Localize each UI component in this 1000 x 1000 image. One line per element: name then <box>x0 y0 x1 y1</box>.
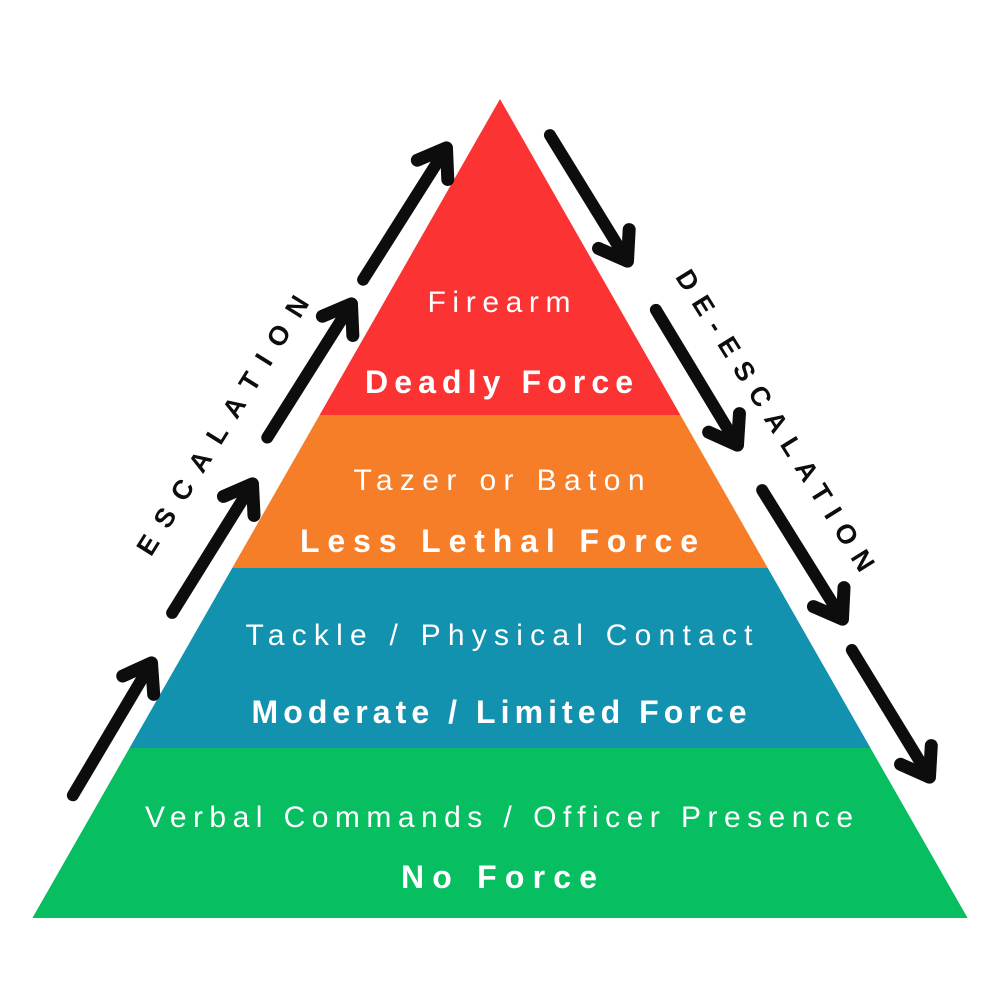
pyramid-bands <box>32 99 968 918</box>
escalation-arrow-up-icon <box>261 297 360 444</box>
band-no-force <box>32 748 968 918</box>
de-escalation-arrow-down-icon <box>756 484 851 626</box>
de-escalation-arrow-down-icon <box>845 643 938 784</box>
de-escalation-arrow-down-icon <box>649 303 746 452</box>
no-force-item-label: Verbal Commands / Officer Presence <box>145 801 855 834</box>
pyramid-band-labels: Firearm Deadly Force Tazer or Baton Less… <box>145 286 855 895</box>
de-escalation-arrows <box>543 129 938 784</box>
band-less-lethal-force <box>232 415 768 568</box>
deadly-force-label: Deadly Force <box>365 364 635 400</box>
less-lethal-force-label: Less Lethal Force <box>300 523 700 559</box>
escalation-arrow-up-icon <box>357 141 455 286</box>
escalation-arrow-up-icon <box>166 477 261 619</box>
band-deadly-force <box>319 99 681 415</box>
escalation-arrows <box>66 141 455 802</box>
escalation-arrow-up-icon <box>66 656 161 802</box>
moderate-force-label: Moderate / Limited Force <box>252 694 749 730</box>
de-escalation-arrow-down-icon <box>543 129 636 268</box>
moderate-force-item-label: Tackle / Physical Contact <box>246 619 755 652</box>
band-moderate-force <box>129 568 871 748</box>
